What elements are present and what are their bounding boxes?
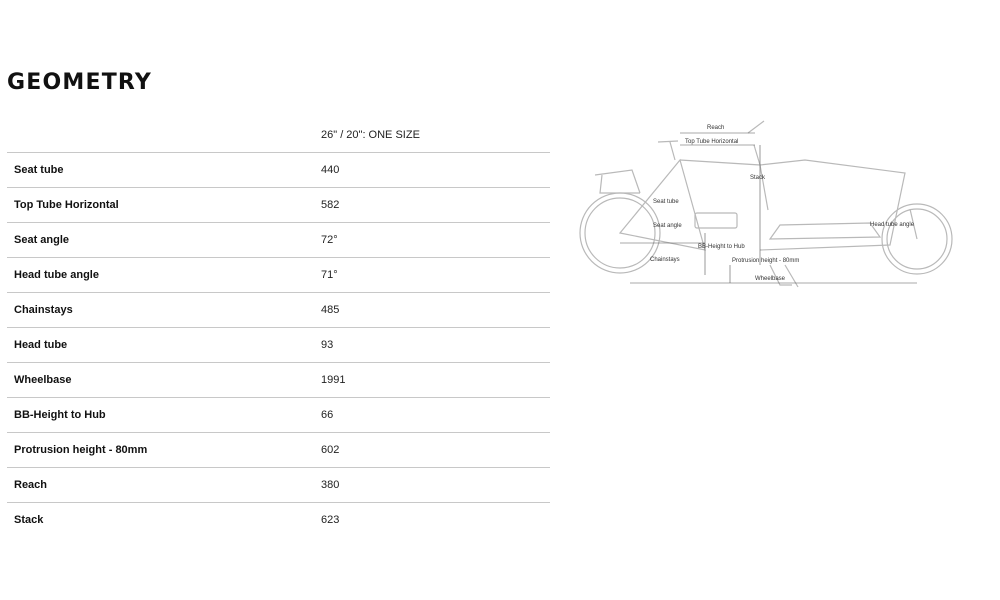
row-label: Chainstays: [14, 304, 73, 316]
label-head-tube-angle: Head tube angle: [870, 222, 915, 228]
table-row: BB-Height to Hub 66: [7, 398, 550, 433]
table-row: Head tube angle 71°: [7, 258, 550, 293]
label-stack: Stack: [750, 175, 766, 181]
table-row: Seat tube 440: [7, 153, 550, 188]
label-bb-height: BB-Height to Hub: [698, 244, 745, 250]
row-value: 72°: [321, 234, 338, 246]
battery: [694, 212, 738, 229]
size-column-header: 26" / 20": ONE SIZE: [321, 129, 420, 141]
row-label: Top Tube Horizontal: [14, 199, 119, 211]
label-seat-tube: Seat tube: [653, 199, 679, 205]
saddle: [657, 140, 679, 161]
row-value: 71°: [321, 269, 338, 281]
cargo-bike-geometry-diagram: Reach Top Tube Horizontal Stack Seat tub…: [579, 120, 953, 288]
row-value: 380: [321, 479, 340, 491]
row-label: Seat tube: [14, 164, 64, 176]
handlebar-stem: [747, 120, 765, 166]
row-value: 582: [321, 199, 340, 211]
kickstand: [769, 264, 799, 288]
row-value: 602: [321, 444, 340, 456]
cargo-platform: [768, 222, 882, 240]
row-label: Head tube: [14, 339, 68, 351]
rear-triangle: [618, 158, 706, 251]
row-value: 93: [321, 339, 334, 351]
dimension-lines: [620, 132, 917, 284]
cargo-frame: [759, 159, 906, 251]
row-value: 1991: [321, 374, 346, 386]
label-protrusion: Protrusion height - 80mm: [732, 258, 799, 264]
table-row: Head tube 93: [7, 328, 550, 363]
table-row: Chainstays 485: [7, 293, 550, 328]
page-title: GEOMETRY: [7, 70, 152, 95]
table-row: Stack 623: [7, 503, 550, 537]
table-row: Reach 380: [7, 468, 550, 503]
row-label: Seat angle: [14, 234, 70, 246]
table-row: Seat angle 72°: [7, 223, 550, 258]
rear-wheel-inner: [584, 197, 656, 269]
table-row: Top Tube Horizontal 582: [7, 188, 550, 223]
table-header-row: 26" / 20": ONE SIZE: [7, 120, 550, 153]
row-label: Wheelbase: [14, 374, 72, 386]
table-row: Wheelbase 1991: [7, 363, 550, 398]
top-tube: [679, 159, 769, 211]
row-label: Head tube angle: [14, 269, 99, 281]
row-label: Reach: [14, 479, 48, 491]
row-label: Protrusion height - 80mm: [14, 444, 148, 456]
front-wheel: [881, 203, 953, 275]
table-row: Protrusion height - 80mm 602: [7, 433, 550, 468]
row-label: BB-Height to Hub: [14, 409, 106, 421]
label-top-tube: Top Tube Horizontal: [685, 139, 738, 145]
bike-outline: [579, 120, 953, 288]
row-value: 440: [321, 164, 340, 176]
label-chainstays: Chainstays: [650, 257, 680, 263]
row-label: Stack: [14, 514, 44, 526]
label-reach: Reach: [707, 125, 724, 131]
rear-rack: [594, 169, 641, 194]
row-value: 623: [321, 514, 340, 526]
fork: [909, 208, 918, 240]
label-seat-angle: Seat angle: [653, 223, 682, 229]
front-wheel-inner: [886, 208, 948, 270]
geometry-table: 26" / 20": ONE SIZE Seat tube 440 Top Tub…: [7, 120, 550, 537]
row-value: 485: [321, 304, 340, 316]
row-value: 66: [321, 409, 334, 421]
label-wheelbase: Wheelbase: [755, 276, 786, 282]
